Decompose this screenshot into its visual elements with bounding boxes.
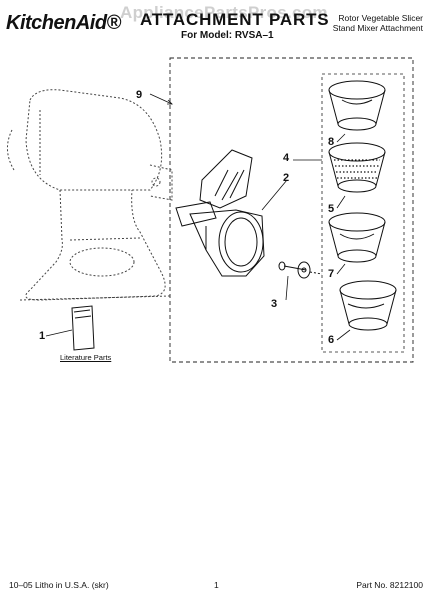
callout-5: 5 (328, 203, 335, 215)
page-title: ATTACHMENT PARTS (140, 10, 330, 29)
cone-6 (339, 280, 397, 331)
callout-4: 4 (283, 152, 290, 164)
page-number: 1 (214, 580, 219, 590)
product-line-2: Stand Mixer Attachment (332, 23, 423, 33)
brand-logo: KitchenAid® (6, 12, 121, 34)
callout-2: 2 (283, 172, 290, 184)
callout-3: 3 (271, 298, 278, 310)
parts-boundary (169, 57, 414, 363)
product-line-1: Rotor Vegetable Slicer (338, 13, 423, 23)
leader-lines (45, 93, 351, 341)
model-line: For Model: RVSA–1 (181, 30, 274, 41)
product-description: Rotor Vegetable Slicer Stand Mixer Attac… (333, 13, 423, 33)
callout-1: 1 (39, 330, 46, 342)
cone-7 (328, 212, 386, 263)
callout-7: 7 (328, 268, 335, 280)
callout-9: 9 (136, 89, 143, 101)
stand-mixer-outline (7, 89, 173, 301)
drive-shaft (278, 261, 323, 279)
callout-6: 6 (328, 334, 335, 346)
litho-info: 10–05 Litho in U.S.A. (skr) (9, 580, 109, 590)
part-number: Part No. 8212100 (356, 580, 423, 590)
callout-8: 8 (328, 136, 335, 148)
slicer-housing (175, 149, 265, 277)
watermark: AppliancePartsPros.com (120, 3, 328, 22)
literature-parts-label: Literature Parts (60, 353, 112, 362)
cone-5 (328, 142, 386, 193)
cone-8 (328, 80, 386, 131)
literature-booklet (71, 305, 95, 351)
